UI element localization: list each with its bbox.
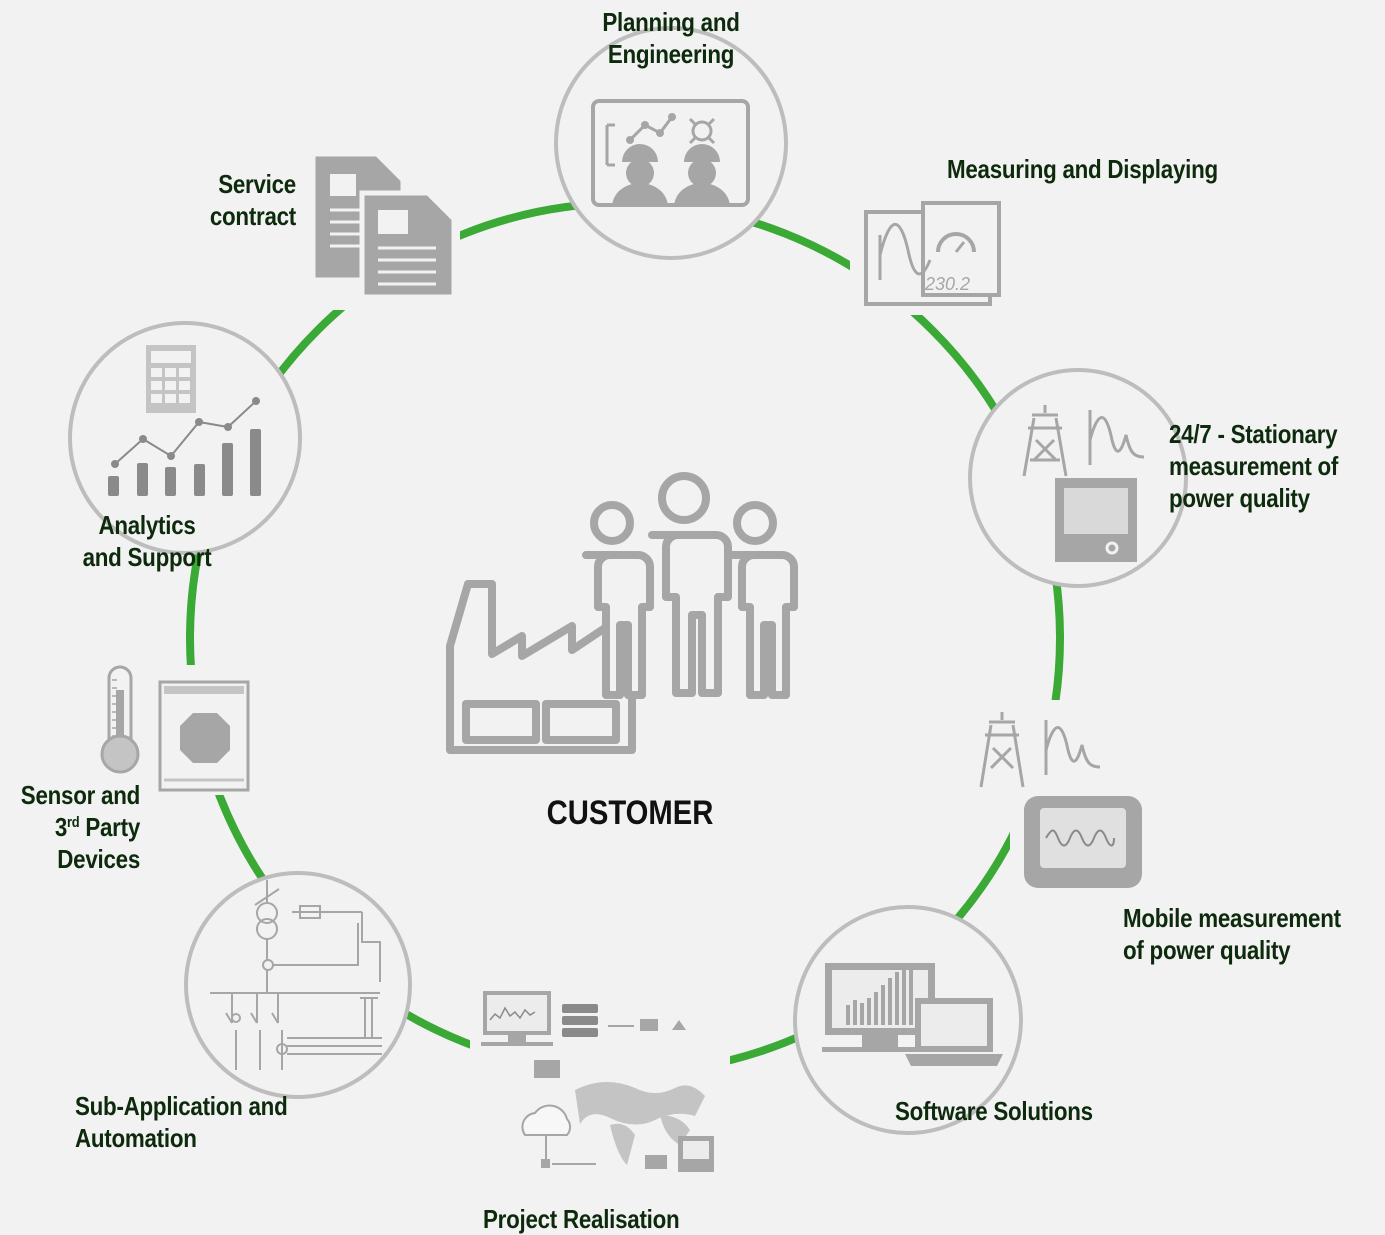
- label-line: 3rd Party: [0, 811, 140, 843]
- label-stationary-measurement: 24/7 - Stationary measurement of power q…: [1169, 418, 1338, 514]
- meter-display-icon: 230.2: [864, 201, 1001, 306]
- label-part: Party: [79, 812, 140, 842]
- label-line: contract: [209, 201, 296, 231]
- label-project-realisation: Project Realisation: [483, 1204, 680, 1234]
- analytics-chart-icon: [108, 345, 261, 496]
- factory-icon: [446, 580, 636, 754]
- software-computers-icon: [822, 963, 1003, 1066]
- customer-title: CUSTOMER: [546, 794, 714, 832]
- current-transformer-icon: [158, 680, 250, 792]
- label-line: of power quality: [1123, 935, 1291, 965]
- label-line: Service: [218, 169, 296, 199]
- documents-icon: [310, 151, 457, 300]
- label-line: Sub-Application and: [75, 1091, 288, 1121]
- engineers-screen-icon: [591, 99, 750, 207]
- label-line: measurement of: [1169, 451, 1339, 481]
- label-sub-application: Sub-Application and Automation: [75, 1090, 288, 1154]
- label-analytics-support: Analytics and Support: [61, 509, 233, 573]
- thermometer-icon: [100, 665, 140, 774]
- label-service-contract: Service contract: [124, 168, 296, 232]
- label-line: Automation: [75, 1123, 197, 1153]
- mobile-analyzer-icon: [979, 712, 1142, 888]
- label-line: Engineering: [607, 39, 735, 69]
- label-planning-engineering: Planning and Engineering: [585, 6, 757, 70]
- label-part: 3: [54, 812, 68, 842]
- meter-readout: 230.2: [924, 274, 970, 294]
- single-line-diagram-icon: [210, 880, 382, 1070]
- label-measuring-displaying: Measuring and Displaying: [947, 154, 1218, 184]
- stationary-analyzer-icon: [1022, 405, 1145, 562]
- label-line: Planning and: [602, 7, 740, 37]
- label-line: Analytics: [98, 510, 196, 540]
- people-icon: [582, 472, 798, 699]
- label-line: 24/7 - Stationary: [1169, 419, 1338, 449]
- label-superscript: rd: [67, 814, 80, 831]
- label-line: Mobile measurement: [1123, 903, 1341, 933]
- label-line: and Support: [82, 542, 212, 572]
- label-line: Sensor and: [20, 780, 141, 810]
- label-line: Devices: [57, 844, 140, 874]
- label-mobile-measurement: Mobile measurement of power quality: [1123, 902, 1341, 966]
- label-line: power quality: [1169, 483, 1310, 513]
- label-software-solutions: Software Solutions: [895, 1096, 1093, 1126]
- label-sensor-devices: Sensor and 3rd Party Devices: [0, 779, 140, 875]
- project-network-icon: [481, 991, 714, 1172]
